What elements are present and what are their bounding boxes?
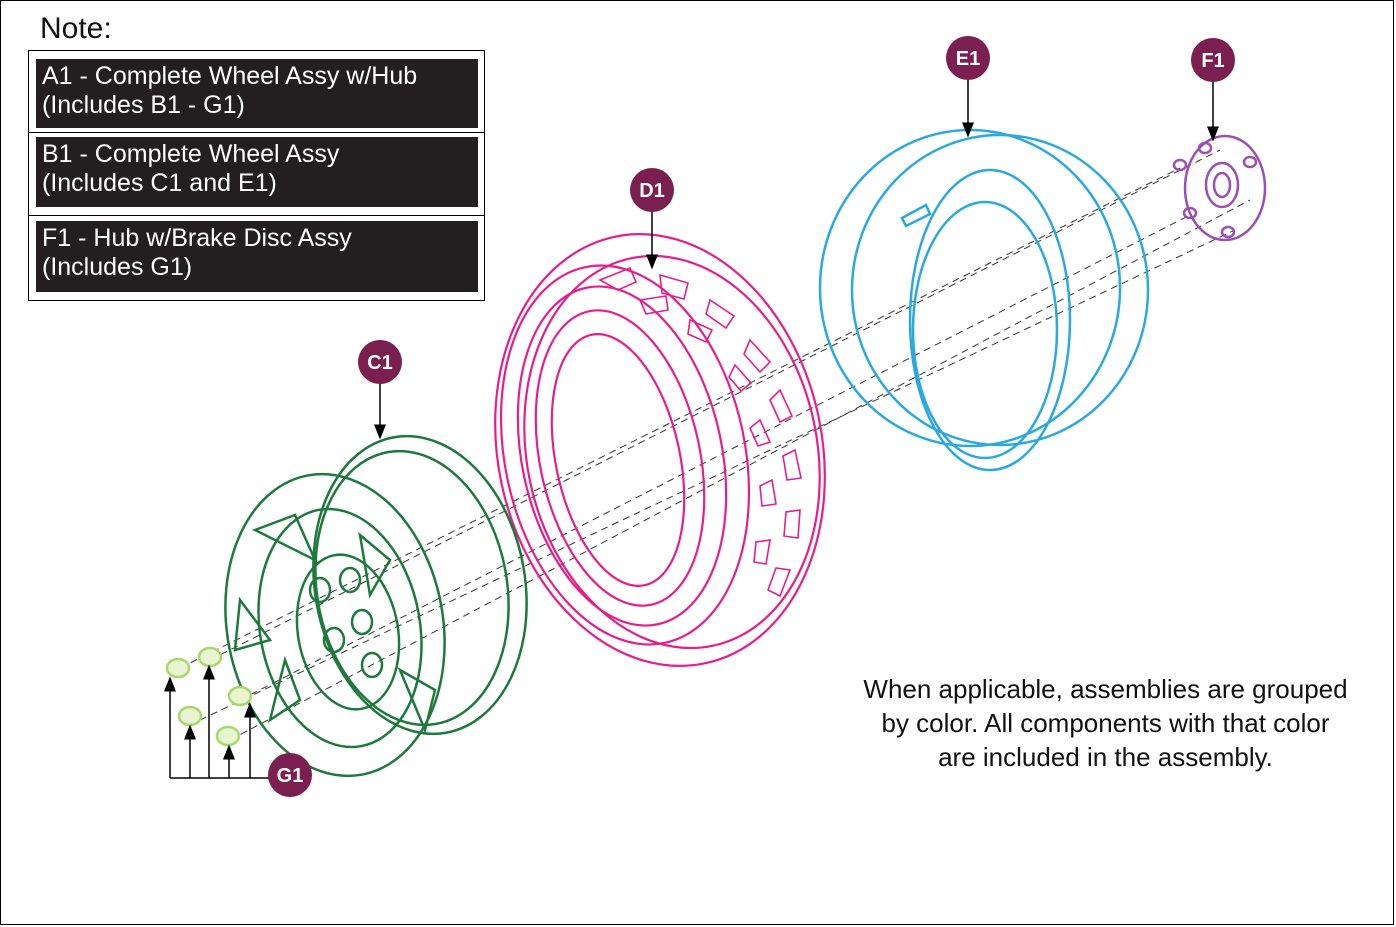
note-row-b1-line1: B1 - Complete Wheel Assy xyxy=(42,140,340,168)
callout-c1: C1 xyxy=(358,340,402,384)
callout-g1-label: G1 xyxy=(277,765,304,787)
callout-f1-label: F1 xyxy=(1201,50,1224,72)
note-box: A1 - Complete Wheel Assy w/Hub (Includes… xyxy=(28,50,485,301)
callout-e1: E1 xyxy=(946,36,990,80)
callout-g1: G1 xyxy=(268,753,312,797)
rim-c1 xyxy=(224,434,528,778)
note-separator xyxy=(29,132,484,133)
note-row-f1-line2: (Includes G1) xyxy=(42,253,193,281)
color-grouping-caption: When applicable, assemblies are grouped … xyxy=(828,672,1383,774)
axis-lines xyxy=(179,149,1251,741)
hub-f1 xyxy=(1172,134,1267,242)
callout-arrows xyxy=(374,80,1219,440)
note-title: Note: xyxy=(40,12,112,45)
tire-d1 xyxy=(494,233,826,667)
g1-leader-lines xyxy=(164,664,275,779)
callout-c1-label: C1 xyxy=(367,352,393,374)
inner-tube-e1 xyxy=(818,128,1150,472)
note-separator xyxy=(29,215,484,216)
callout-d1-label: D1 xyxy=(639,180,665,202)
note-row-a1-line1: A1 - Complete Wheel Assy w/Hub xyxy=(42,62,418,90)
caption-line2: by color. All components with that color xyxy=(881,708,1330,738)
lug-nuts-g1 xyxy=(165,646,253,747)
note-row-a1: A1 - Complete Wheel Assy w/Hub (Includes… xyxy=(36,59,478,128)
caption-line3: are included in the assembly. xyxy=(938,742,1273,772)
note-row-a1-line2: (Includes B1 - G1) xyxy=(42,91,245,119)
callout-e1-label: E1 xyxy=(956,48,980,70)
note-row-f1-line1: F1 - Hub w/Brake Disc Assy xyxy=(42,224,352,252)
callout-f1: F1 xyxy=(1191,38,1235,82)
note-row-f1: F1 - Hub w/Brake Disc Assy (Includes G1) xyxy=(36,221,478,292)
note-row-b1: B1 - Complete Wheel Assy (Includes C1 an… xyxy=(36,137,478,207)
note-row-b1-line2: (Includes C1 and E1) xyxy=(42,169,277,197)
caption-line1: When applicable, assemblies are grouped xyxy=(863,674,1348,704)
callout-d1: D1 xyxy=(630,168,674,212)
